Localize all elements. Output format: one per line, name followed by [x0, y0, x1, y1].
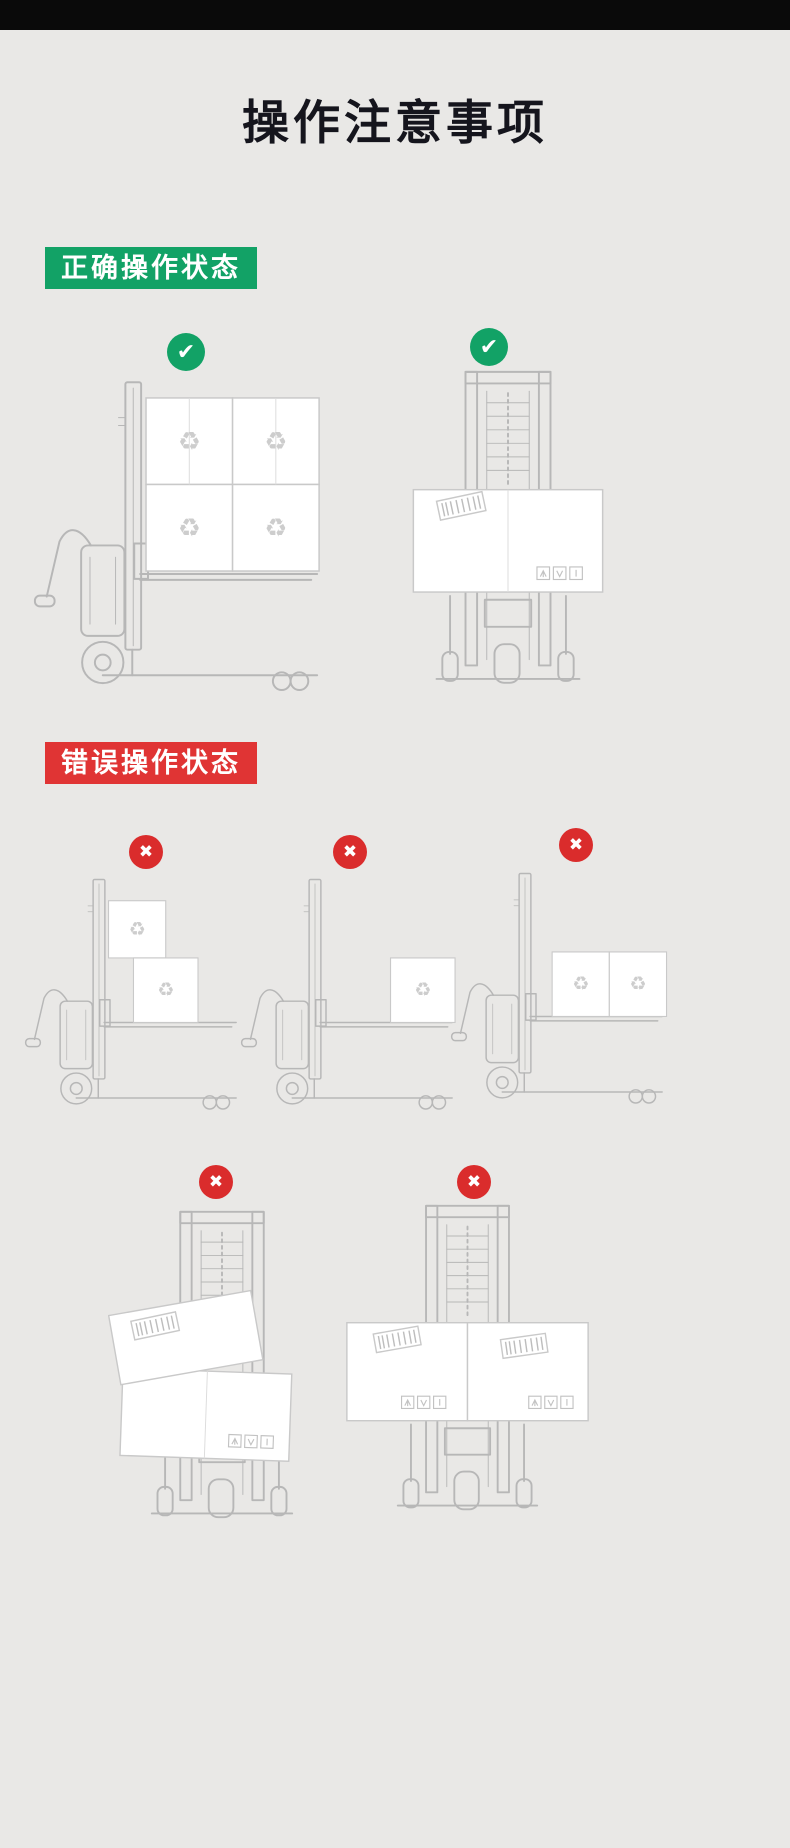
cross-glyph: ✖ — [568, 835, 584, 855]
recycle-icon: ♻ — [178, 514, 201, 544]
top-bar — [0, 0, 790, 30]
recycle-icon: ♻ — [178, 427, 201, 457]
figure-wrong-box-at-tip: ♻ — [240, 878, 456, 1110]
check-icon: ✔ — [470, 328, 508, 366]
x-icon: ✖ — [559, 828, 593, 862]
recycle-icon: ♻ — [157, 979, 174, 1001]
figure-wrong-overhang-front — [346, 1204, 589, 1511]
figure-wrong-tilted-stack — [108, 1210, 294, 1519]
check-glyph: ✔ — [479, 334, 499, 360]
x-icon: ✖ — [129, 835, 163, 869]
x-icon: ✖ — [457, 1165, 491, 1199]
figure-correct-front-centered — [412, 370, 604, 684]
correct-section-badge: 正确操作状态 — [45, 247, 257, 289]
x-icon: ✖ — [333, 835, 367, 869]
cross-glyph: ✖ — [208, 1172, 224, 1192]
cross-glyph: ✖ — [466, 1172, 482, 1192]
cross-glyph: ✖ — [342, 842, 358, 862]
recycle-icon: ♻ — [264, 514, 287, 544]
recycle-icon: ♻ — [129, 918, 146, 940]
recycle-icon: ♻ — [572, 973, 589, 995]
figure-wrong-offset-stack: ♻ ♻ — [24, 878, 237, 1110]
recycle-icon: ♻ — [414, 979, 431, 1001]
figure-wrong-overhang-side: ♻ ♻ — [450, 872, 668, 1104]
recycle-icon: ♻ — [629, 973, 646, 995]
x-icon: ✖ — [199, 1165, 233, 1199]
recycle-icon: ♻ — [264, 427, 287, 457]
check-icon: ✔ — [167, 333, 205, 371]
cross-glyph: ✖ — [138, 842, 154, 862]
figure-correct-side-stack: ♻ ♻ ♻ ♻ — [33, 381, 320, 691]
wrong-section-badge: 错误操作状态 — [45, 742, 257, 784]
check-glyph: ✔ — [176, 339, 196, 365]
page-title: 操作注意事项 — [242, 96, 548, 149]
